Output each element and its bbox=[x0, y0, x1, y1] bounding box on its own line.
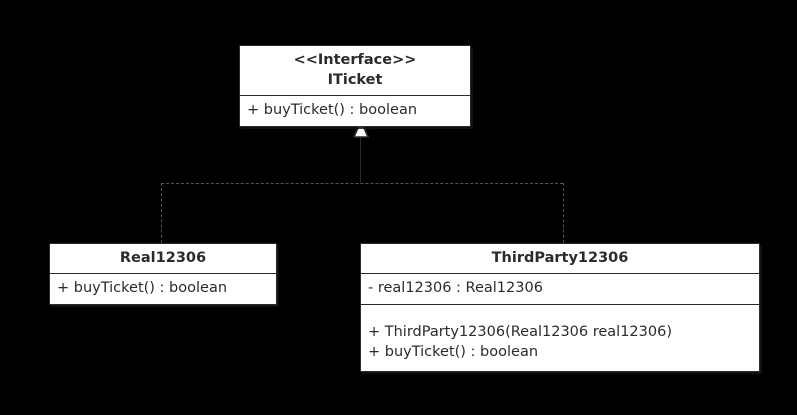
realization-horizontal-dashed-line bbox=[161, 183, 563, 184]
compartment-divider bbox=[50, 273, 276, 274]
class-stereotype-iticket: <<Interface>> bbox=[293, 52, 417, 68]
realization-branch-to-thirdparty12306 bbox=[563, 183, 564, 243]
attribute-item: - real12306 : Real12306 bbox=[368, 280, 543, 296]
method-item: + buyTicket() : boolean bbox=[368, 344, 539, 361]
hollow-triangle-arrowhead-icon bbox=[352, 120, 370, 138]
realization-stem-to-iticket bbox=[360, 136, 361, 184]
realization-branch-to-real12306 bbox=[161, 183, 162, 243]
methods-compartment-thirdparty12306: + ThirdParty12306(Real12306 real12306) +… bbox=[361, 305, 759, 371]
methods-compartment-iticket: + buyTicket() : boolean bbox=[240, 96, 470, 126]
attributes-compartment-thirdparty12306: - real12306 : Real12306 bbox=[361, 274, 759, 304]
compartment-divider bbox=[240, 95, 470, 96]
compartment-divider bbox=[361, 273, 759, 274]
class-box-iticket[interactable]: <<Interface>> ITicket + buyTicket() : bo… bbox=[239, 45, 471, 127]
class-box-real12306[interactable]: Real12306 + buyTicket() : boolean bbox=[49, 243, 277, 305]
class-header-real12306: Real12306 bbox=[50, 244, 276, 273]
method-item: + buyTicket() : boolean bbox=[247, 102, 418, 118]
class-name-thirdparty12306: ThirdParty12306 bbox=[491, 250, 629, 266]
class-name-real12306: Real12306 bbox=[119, 250, 207, 266]
class-name-iticket: ITicket bbox=[327, 72, 383, 88]
methods-compartment-real12306: + buyTicket() : boolean bbox=[50, 274, 276, 304]
class-box-thirdparty12306[interactable]: ThirdParty12306 - real12306 : Real12306 … bbox=[360, 243, 760, 372]
compartment-divider bbox=[361, 303, 759, 305]
method-item: + ThirdParty12306(Real12306 real12306) bbox=[368, 323, 672, 340]
class-header-iticket: <<Interface>> ITicket bbox=[240, 46, 470, 95]
method-item: + buyTicket() : boolean bbox=[57, 280, 228, 296]
class-header-thirdparty12306: ThirdParty12306 bbox=[361, 244, 759, 273]
